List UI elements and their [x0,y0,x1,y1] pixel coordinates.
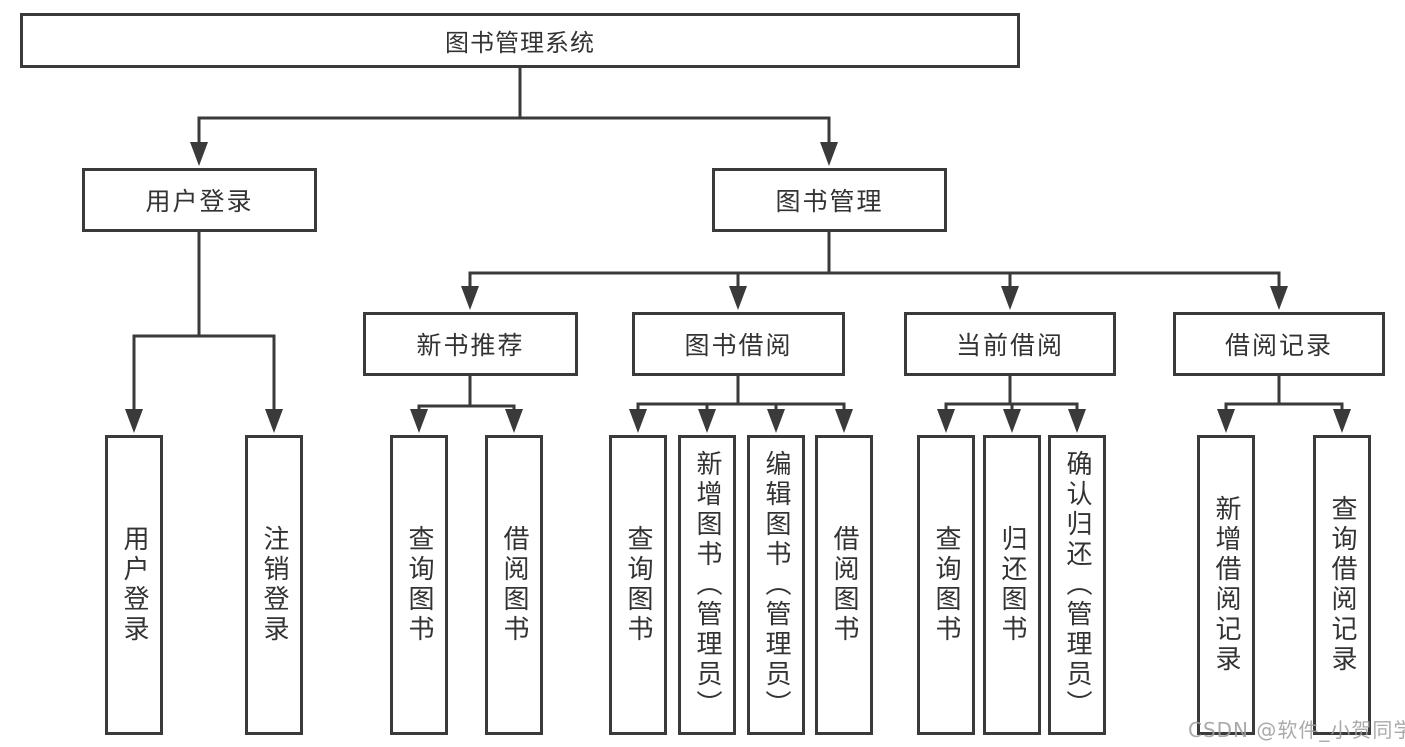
node-label: 用户登录 [145,187,254,216]
leaf-label: 借阅图书 [499,525,529,645]
node-book-borrowing: 图书借阅 [632,312,845,376]
leaf-label: 查询图书 [623,525,653,645]
leaf-add-books-admin: 新增图书（管理员） [678,435,736,735]
leaf-query-books-borrow: 查询图书 [609,435,667,735]
leaf-user-login: 用户登录 [105,435,163,735]
leaf-label: 注销登录 [259,525,289,645]
leaf-query-books-current: 查询图书 [917,435,975,735]
csdn-watermark: CSDN @软件_小贺同学 [1188,718,1405,742]
leaf-add-borrow-record: 新增借阅记录 [1197,435,1255,735]
leaf-query-books-recommend: 查询图书 [390,435,448,735]
node-library-management-system: 图书管理系统 [20,13,1020,68]
leaf-label: 编辑图书（管理员） [761,450,791,720]
node-borrowing-records: 借阅记录 [1173,312,1385,376]
leaf-label: 用户登录 [119,525,149,645]
leaf-label: 新增借阅记录 [1211,495,1241,675]
leaf-confirm-return-admin: 确认归还（管理员） [1048,435,1106,735]
leaf-label: 查询图书 [931,525,961,645]
leaf-logout: 注销登录 [245,435,303,735]
leaf-edit-books-admin: 编辑图书（管理员） [747,435,805,735]
leaf-return-books: 归还图书 [983,435,1041,735]
node-label: 新书推荐 [416,331,525,360]
leaf-query-borrow-record: 查询借阅记录 [1313,435,1371,735]
node-label: 借阅记录 [1224,331,1333,360]
leaf-label: 确认归还（管理员） [1062,450,1092,720]
node-label: 图书借阅 [684,331,793,360]
leaf-label: 归还图书 [997,525,1027,645]
leaf-label: 新增图书（管理员） [692,450,722,720]
leaf-label: 借阅图书 [829,525,859,645]
node-current-borrowing: 当前借阅 [904,312,1116,376]
node-new-book-recommendation: 新书推荐 [363,312,578,376]
leaf-label: 查询借阅记录 [1327,495,1357,675]
node-label: 图书管理 [775,187,884,216]
node-user-login: 用户登录 [82,168,317,232]
leaf-borrow-books: 借阅图书 [815,435,873,735]
node-book-management: 图书管理 [712,168,947,232]
node-label: 当前借阅 [955,331,1064,360]
leaf-borrow-books-recommend: 借阅图书 [485,435,543,735]
leaf-label: 查询图书 [404,525,434,645]
node-label: 图书管理系统 [445,29,595,57]
